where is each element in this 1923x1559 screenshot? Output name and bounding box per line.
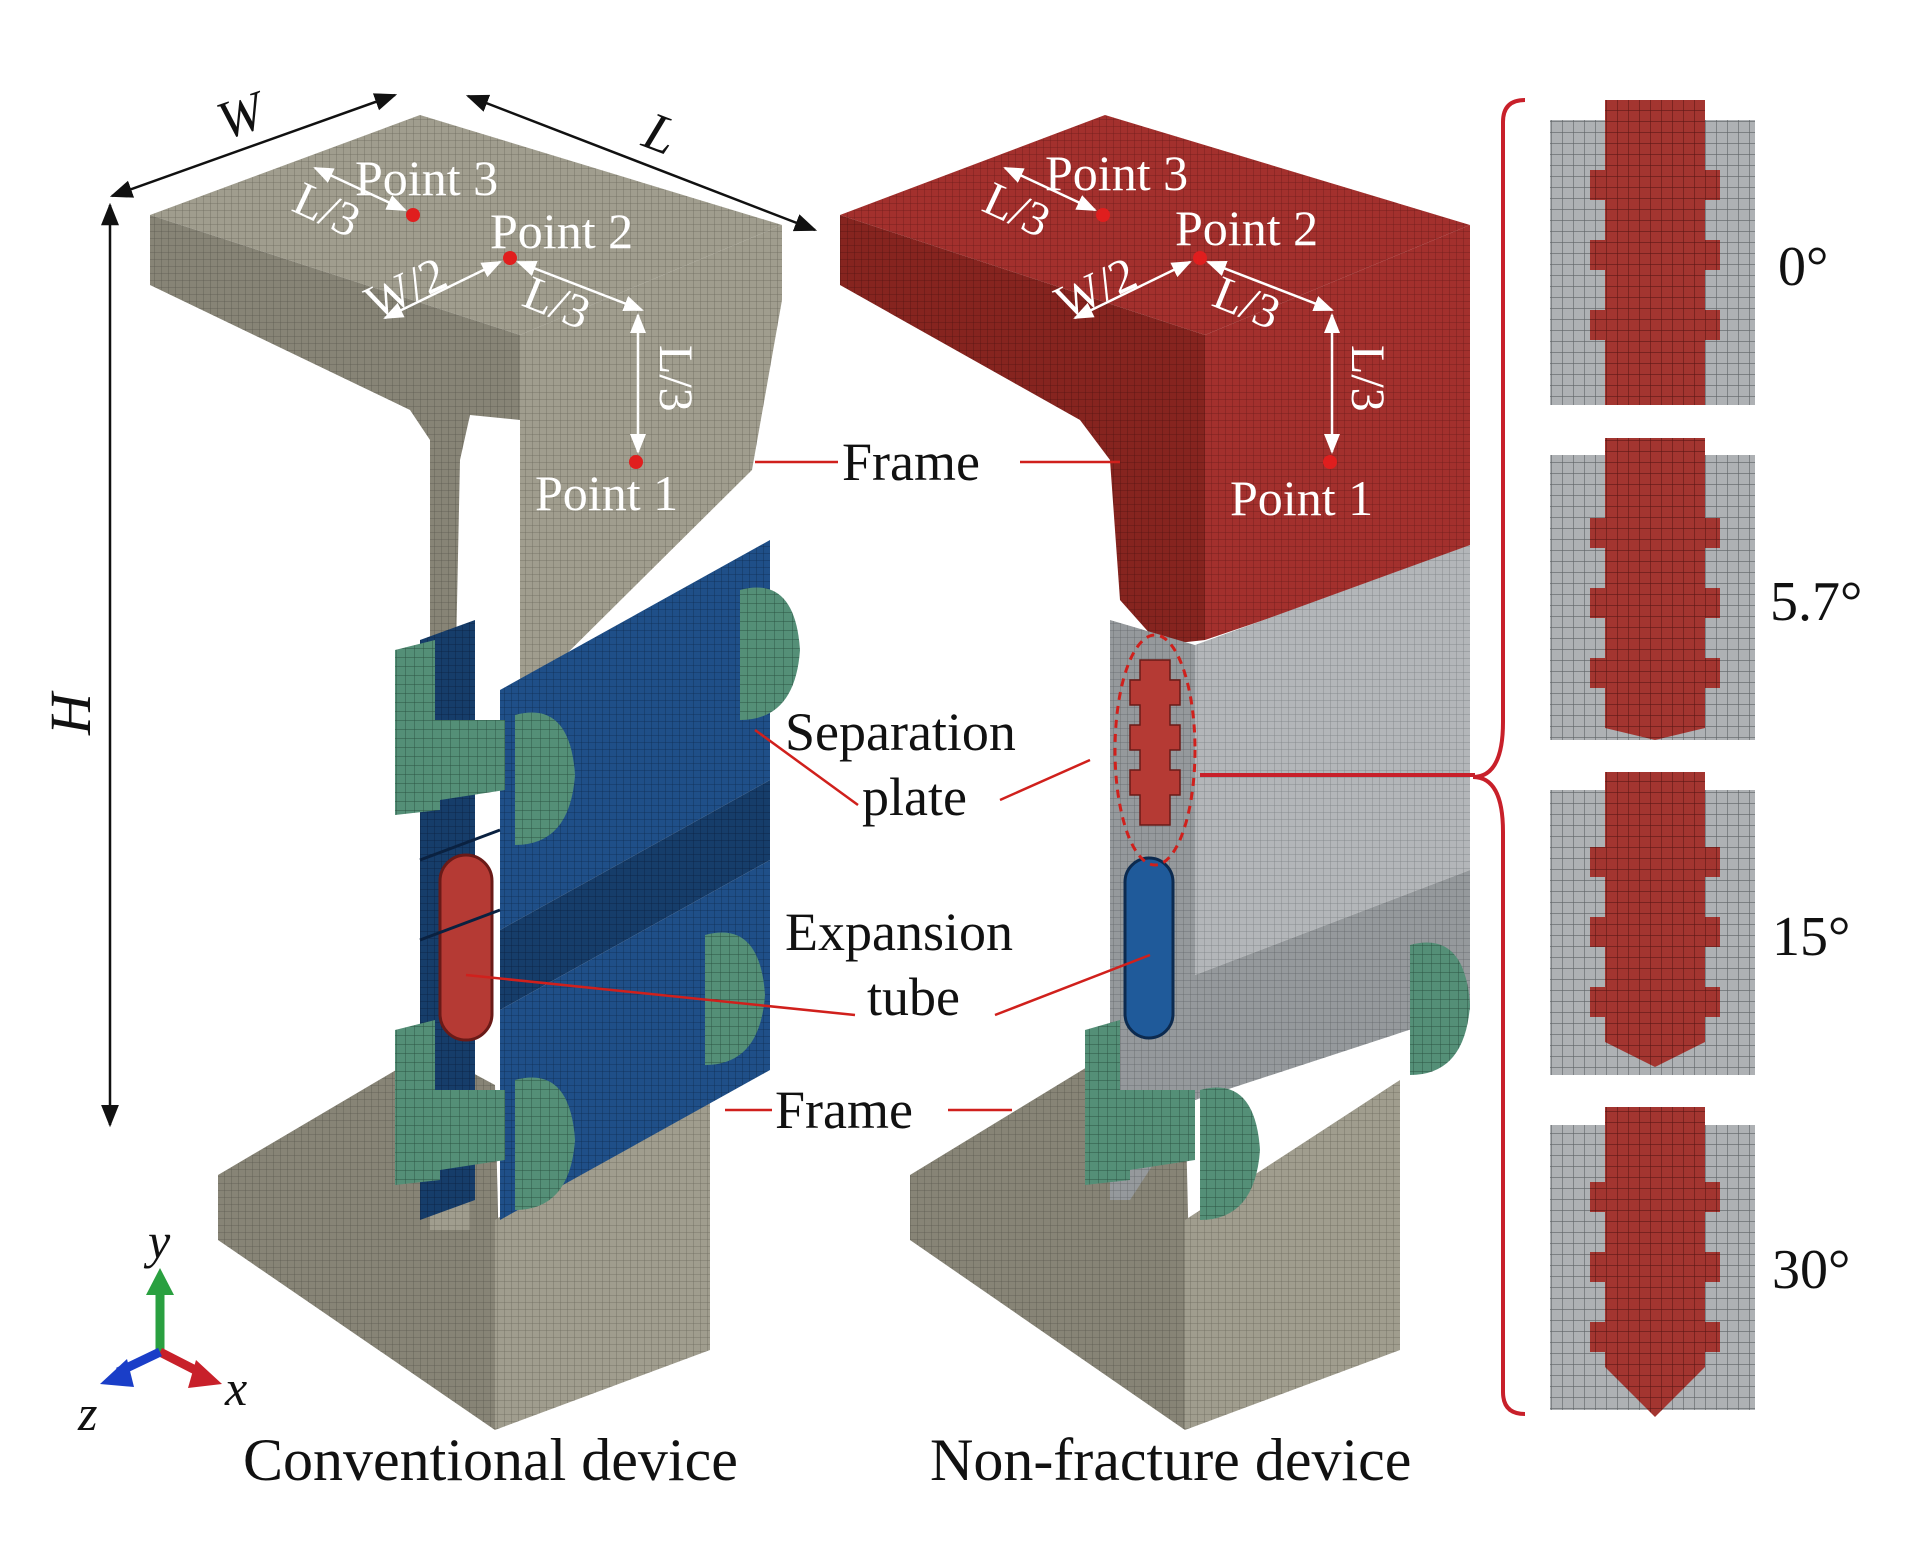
caption-conventional-device: Conventional device	[243, 1427, 738, 1493]
angle-panel-5-7	[1550, 438, 1755, 740]
angle-label-15: 15°	[1772, 906, 1850, 968]
clamp-bolts-conventional	[395, 587, 800, 1210]
expansion-tube-label-1: Expansion	[785, 902, 1013, 962]
expansion-tube-conventional	[438, 853, 494, 1042]
angle-panel-30	[1550, 1107, 1755, 1417]
point-marker	[1096, 208, 1110, 222]
point2-label: Point 2	[490, 203, 633, 259]
axis-triad: y x z	[77, 1213, 247, 1441]
toothed-insert-highlight	[1113, 633, 1197, 867]
point3-label: Point 3	[1045, 145, 1188, 201]
panel-bracket	[1472, 98, 1526, 1416]
angle-panel-0	[1550, 100, 1755, 405]
angle-label-0: 0°	[1778, 236, 1828, 298]
axis-z-label: z	[77, 1385, 97, 1441]
point-marker	[503, 251, 517, 265]
frame-label-lower: Frame	[775, 1080, 913, 1140]
clamp-bolts-non-fracture	[1085, 942, 1470, 1220]
separation-plate-label-1: Separation	[785, 702, 1016, 762]
point-marker	[406, 208, 420, 222]
separation-plate-non-fracture	[1110, 545, 1470, 1200]
point1-label: Point 1	[1230, 470, 1373, 526]
conventional-device-model	[150, 115, 800, 1430]
dim-h-label: H	[38, 690, 103, 736]
dim-l-label: L	[635, 100, 685, 167]
point1-label: Point 1	[535, 465, 678, 521]
frame-label-upper: Frame	[842, 432, 980, 492]
expansion-tube-non-fracture	[1123, 856, 1175, 1040]
l-third-label: L/3	[1341, 345, 1394, 412]
point-marker	[1323, 455, 1337, 469]
angle-label-5-7: 5.7°	[1770, 571, 1862, 633]
axis-y-label: y	[143, 1213, 171, 1269]
angle-label-30: 30°	[1772, 1239, 1850, 1301]
axis-x-label: x	[224, 1360, 247, 1416]
dimension-h: H	[38, 202, 119, 1128]
caption-non-fracture-device: Non-fracture device	[930, 1427, 1411, 1493]
separation-plate-label-2: plate	[862, 767, 967, 827]
callouts: Frame Separation plate Expansion tube Fr…	[465, 432, 1151, 1140]
expansion-tube-label-2: tube	[867, 967, 960, 1027]
point-marker	[629, 455, 643, 469]
point-marker	[1193, 251, 1207, 265]
angle-labels: 0° 5.7° 15° 30°	[1770, 236, 1862, 1301]
point3-label: Point 3	[355, 150, 498, 206]
angle-panels	[1200, 98, 1755, 1417]
non-fracture-device-model	[840, 115, 1470, 1430]
l-third-label: L/3	[649, 345, 702, 412]
angle-panel-15	[1550, 772, 1755, 1075]
point2-label: Point 2	[1175, 200, 1318, 256]
